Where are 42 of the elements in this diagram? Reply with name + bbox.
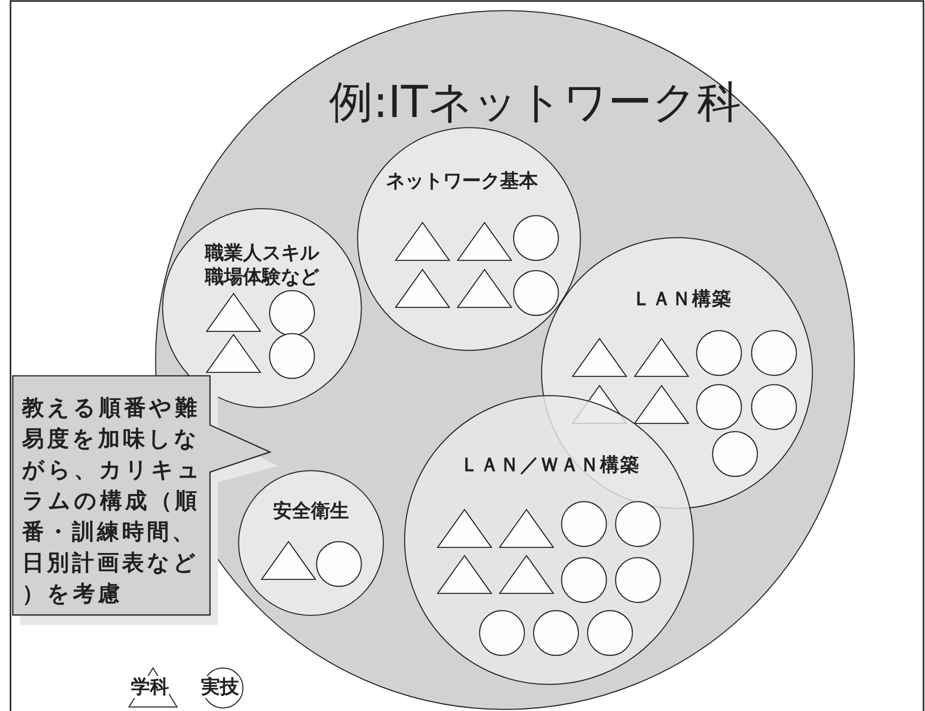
subject-title: ＬＡＮ構築 [631, 286, 733, 312]
subject-title: 職業人スキル職場体験など [204, 240, 320, 290]
circle-symbol [696, 384, 742, 430]
subject-title: ＬＡＮ／ＷＡＮ構築 [459, 452, 641, 478]
circle-title: 例:ITネットワーク科 [328, 76, 742, 130]
subject-title: ネットワーク基本 [385, 168, 539, 194]
circle-symbol [587, 610, 633, 656]
circle-symbol [513, 270, 559, 316]
circle-symbol [479, 610, 525, 656]
subject-circle [404, 395, 694, 685]
subject-circle [238, 470, 384, 616]
triangle-symbol [437, 509, 492, 548]
triangle-symbol [499, 509, 554, 548]
circle-symbol [696, 330, 742, 376]
subject-title: 安全衛生 [272, 498, 350, 524]
triangle-symbol [572, 338, 627, 377]
triangle-symbol [437, 555, 492, 594]
triangle-symbol [457, 269, 512, 308]
legend-label: 実技 [201, 676, 239, 698]
circle-symbol [751, 384, 797, 430]
triangle-symbol [499, 555, 554, 594]
triangle-symbol [206, 293, 261, 332]
circle-symbol [316, 541, 362, 587]
circle-symbol [269, 290, 315, 336]
circle-symbol [615, 501, 661, 547]
circle-symbol [751, 330, 797, 376]
triangle-symbol [634, 385, 689, 424]
circle-symbol [712, 431, 758, 477]
triangle-symbol [206, 334, 261, 373]
circle-symbol [561, 557, 607, 603]
triangle-symbol [457, 222, 512, 261]
legend-label: 学科 [131, 676, 169, 698]
circle-symbol [533, 610, 579, 656]
circle-symbol [513, 215, 559, 261]
circle-symbol [615, 557, 661, 603]
triangle-symbol [634, 338, 689, 377]
triangle-symbol [395, 269, 450, 308]
triangle-symbol [395, 222, 450, 261]
subject-circle [357, 127, 581, 351]
circle-symbol [269, 333, 315, 379]
circle-symbol [561, 501, 607, 547]
triangle-symbol [261, 541, 316, 580]
